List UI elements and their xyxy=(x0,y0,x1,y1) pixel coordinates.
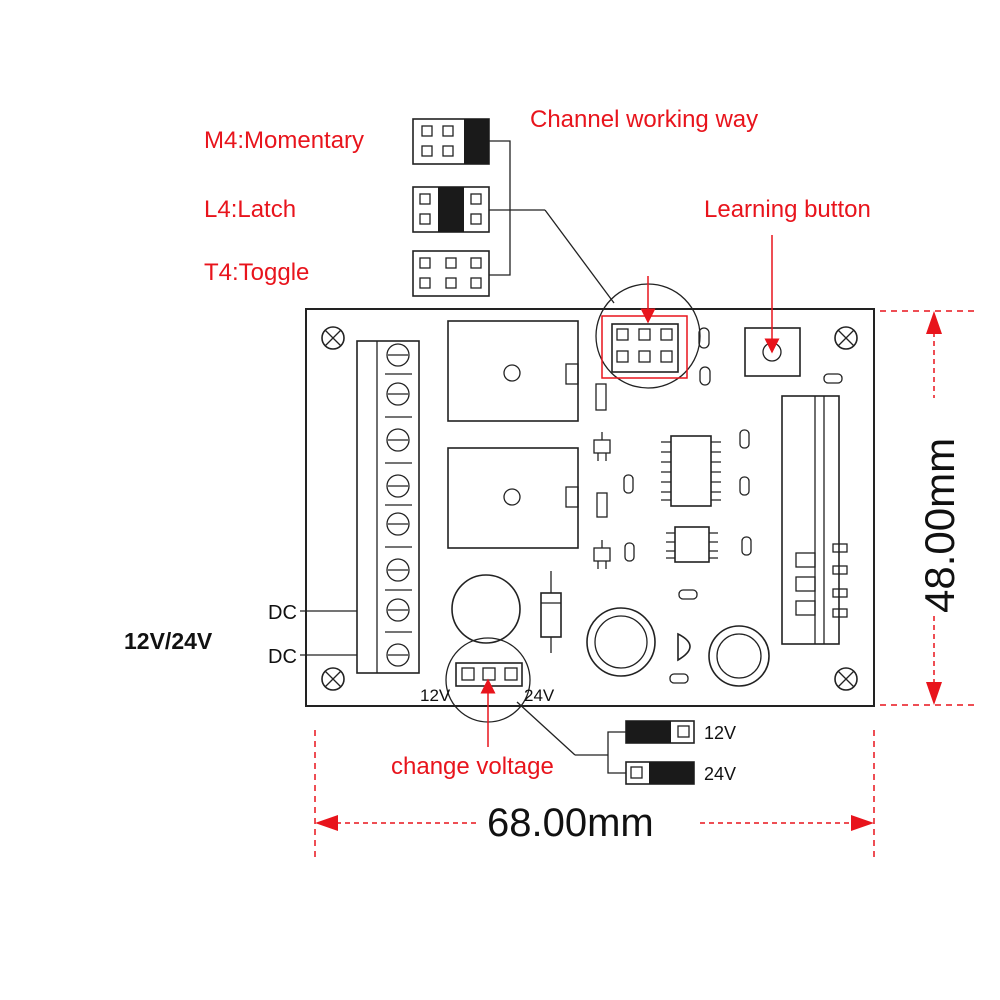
mounting-screw-icon xyxy=(321,326,345,350)
channel-working-way-label: Channel working way xyxy=(530,106,758,133)
mode-label-momentary: M4:Momentary xyxy=(204,127,364,154)
diode xyxy=(540,571,562,653)
dc-label-top: DC xyxy=(268,602,297,624)
selector-24v-label: 24V xyxy=(524,686,555,705)
voltage-option-bracket xyxy=(607,731,626,774)
change-voltage-label: change voltage xyxy=(391,753,554,780)
mounting-screw-icon xyxy=(834,326,858,350)
small-components xyxy=(593,327,843,684)
height-dimension-label: 48.00mm xyxy=(916,438,963,613)
capacitor xyxy=(451,574,521,644)
voltage-leader xyxy=(516,701,576,756)
mode-label-toggle: T4:Toggle xyxy=(204,259,309,286)
dc-label-bottom: DC xyxy=(268,646,297,668)
capacitor xyxy=(708,625,770,687)
height-dimension xyxy=(880,310,975,706)
relay-2 xyxy=(447,447,579,549)
width-dimension xyxy=(314,730,875,860)
channel-mode-jumper-header xyxy=(595,283,701,389)
mounting-screw-icon xyxy=(834,667,858,691)
option-24v-label: 24V xyxy=(704,764,736,784)
mode-label-latch: L4:Latch xyxy=(204,196,296,223)
transistor xyxy=(677,632,691,662)
jumper-momentary-diagram xyxy=(412,118,490,165)
supply-voltage-label: 12V/24V xyxy=(124,628,213,654)
legend-leader-diagonal xyxy=(544,209,615,304)
capacitor xyxy=(586,607,656,677)
terminal-block xyxy=(356,340,420,674)
ic-chip xyxy=(661,435,721,507)
width-dimension-label: 68.00mm xyxy=(487,801,654,845)
mounting-screw-icon xyxy=(321,667,345,691)
ic-chip xyxy=(666,526,718,563)
jumper-toggle-diagram xyxy=(412,250,490,297)
learning-button-label: Learning button xyxy=(704,196,871,223)
option-12v-label: 12V xyxy=(704,723,736,743)
legend-bracket xyxy=(489,140,511,276)
rf-receiver-module xyxy=(781,395,848,645)
relay-1 xyxy=(447,320,579,422)
selector-12v-label: 12V xyxy=(420,686,451,705)
jumper-12v-option xyxy=(625,720,695,744)
jumper-24v-option xyxy=(625,761,695,785)
jumper-latch-diagram xyxy=(412,186,490,233)
